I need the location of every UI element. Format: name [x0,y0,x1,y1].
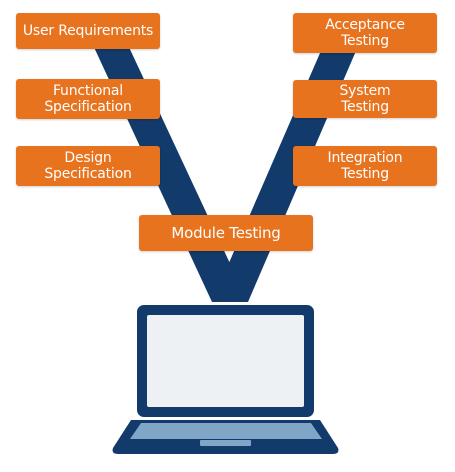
system-testing-label: System Testing [339,83,391,115]
integration-testing-label: Integration Testing [327,150,403,182]
acceptance-testing-box: Acceptance Testing [293,13,437,53]
design-specification-box: Design Specification [16,146,160,186]
integration-testing-box: Integration Testing [293,146,437,186]
user-requirements-box: User Requirements [16,13,160,49]
laptop-keyboard [130,423,322,439]
user-requirements-label: User Requirements [22,23,154,39]
functional-specification-label: Functional Specification [44,83,132,115]
laptop-icon [112,305,339,454]
acceptance-testing-label: Acceptance Testing [325,17,405,49]
laptop-trackpad [200,440,251,446]
design-specification-label: Design Specification [44,150,132,182]
module-testing-label: Module Testing [171,224,281,242]
laptop-screen [147,315,304,407]
module-testing-box: Module Testing [139,215,313,251]
functional-specification-box: Functional Specification [16,79,160,119]
system-testing-box: System Testing [293,80,437,118]
